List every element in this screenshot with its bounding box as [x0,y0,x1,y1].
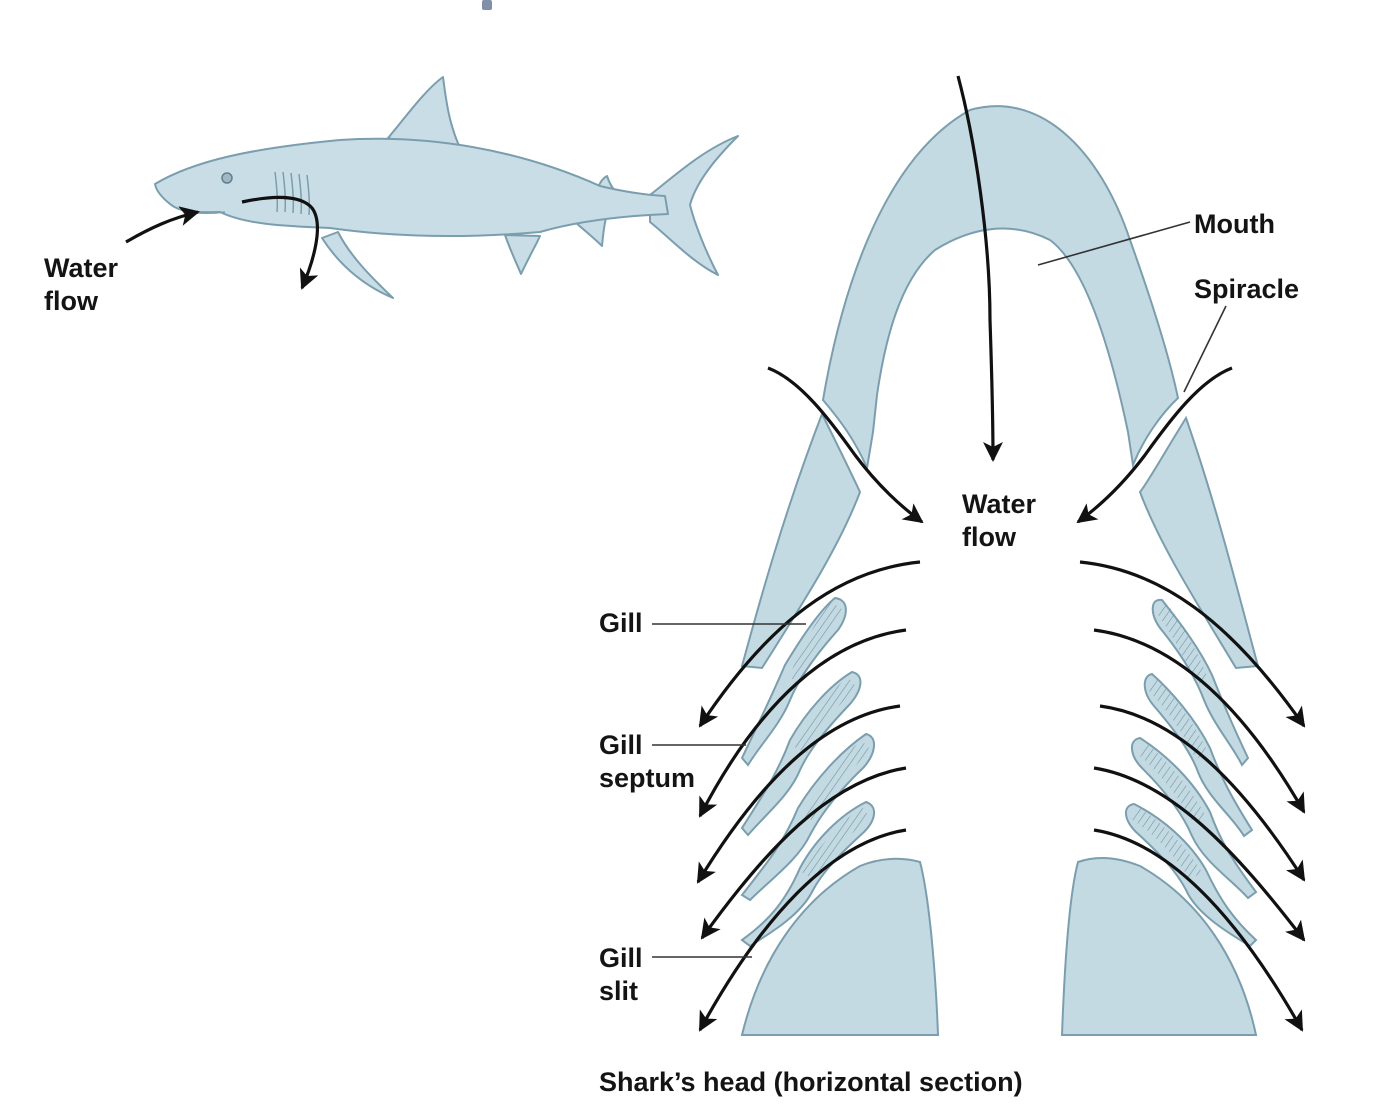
section-water-flow-line1: Water [962,489,1037,519]
right-gill-flow-arrows [1079,560,1306,1032]
shark-water-flow-label: Water flow [44,252,118,318]
left-jaw-cartilage [740,411,862,670]
gill-septum-line1: Gill [599,730,643,760]
gill-slit-label: Gill slit [599,942,643,1008]
shark-gill-slits [274,171,311,216]
spiracle-label: Spiracle [1194,274,1300,304]
central-flow-arrow [956,75,1003,462]
shark-side-view [125,76,739,299]
mouth-leader [1037,221,1191,266]
shark-water-flow-line2: flow [44,286,98,316]
right-jaw-cartilage [1138,415,1260,670]
section-water-flow-label: Water flow [962,488,1036,554]
gill-septum-label: Gill septum [599,729,695,795]
shark-eye [221,172,233,184]
gill-arch [1151,598,1250,767]
flow-arrow-icon [698,628,907,818]
spiracle-flow-arrow-right [1076,366,1233,524]
flow-arrow-icon [1093,828,1304,1032]
gill-slit-line1: Gill [599,943,643,973]
spiracle-flow-arrow-left [767,366,924,524]
shark-body-icon [154,76,739,299]
label-leader-lines [652,221,1227,958]
flow-arrow-icon [1099,704,1306,882]
left-gill-flow-arrows [696,560,921,1032]
flow-arrow-icon [1093,766,1306,942]
gill-slit-line2: slit [599,976,639,1006]
gill-arch [1143,672,1254,838]
left-lower-body [740,857,940,1036]
flow-arrow-icon [1079,560,1306,728]
mouth-label: Mouth [1194,209,1275,239]
gill-arch [740,596,847,767]
gill-arch [1125,802,1258,948]
flow-arrow-icon [700,766,907,940]
shark-water-flow-line1: Water [44,253,119,283]
mouth-arch [821,105,1180,472]
flow-arrow-icon [698,828,907,1032]
right-lower-body [1060,856,1258,1036]
head-section-view [652,75,1306,1036]
figure-caption: Shark’s head (horizontal section) [599,1067,1023,1097]
gill-septum-line2: septum [599,763,696,793]
flow-arrow-icon [696,704,901,884]
shark-inflow-arrow [125,206,200,244]
gill-label: Gill [599,608,643,638]
top-marker [482,0,492,10]
spiracle-leader [1183,305,1227,393]
flow-arrow-icon [1093,628,1306,814]
gill-arch [740,800,875,948]
section-water-flow-line2: flow [962,522,1016,552]
shark-outflow-arrow [241,195,319,290]
flow-arrow-icon [698,560,921,728]
